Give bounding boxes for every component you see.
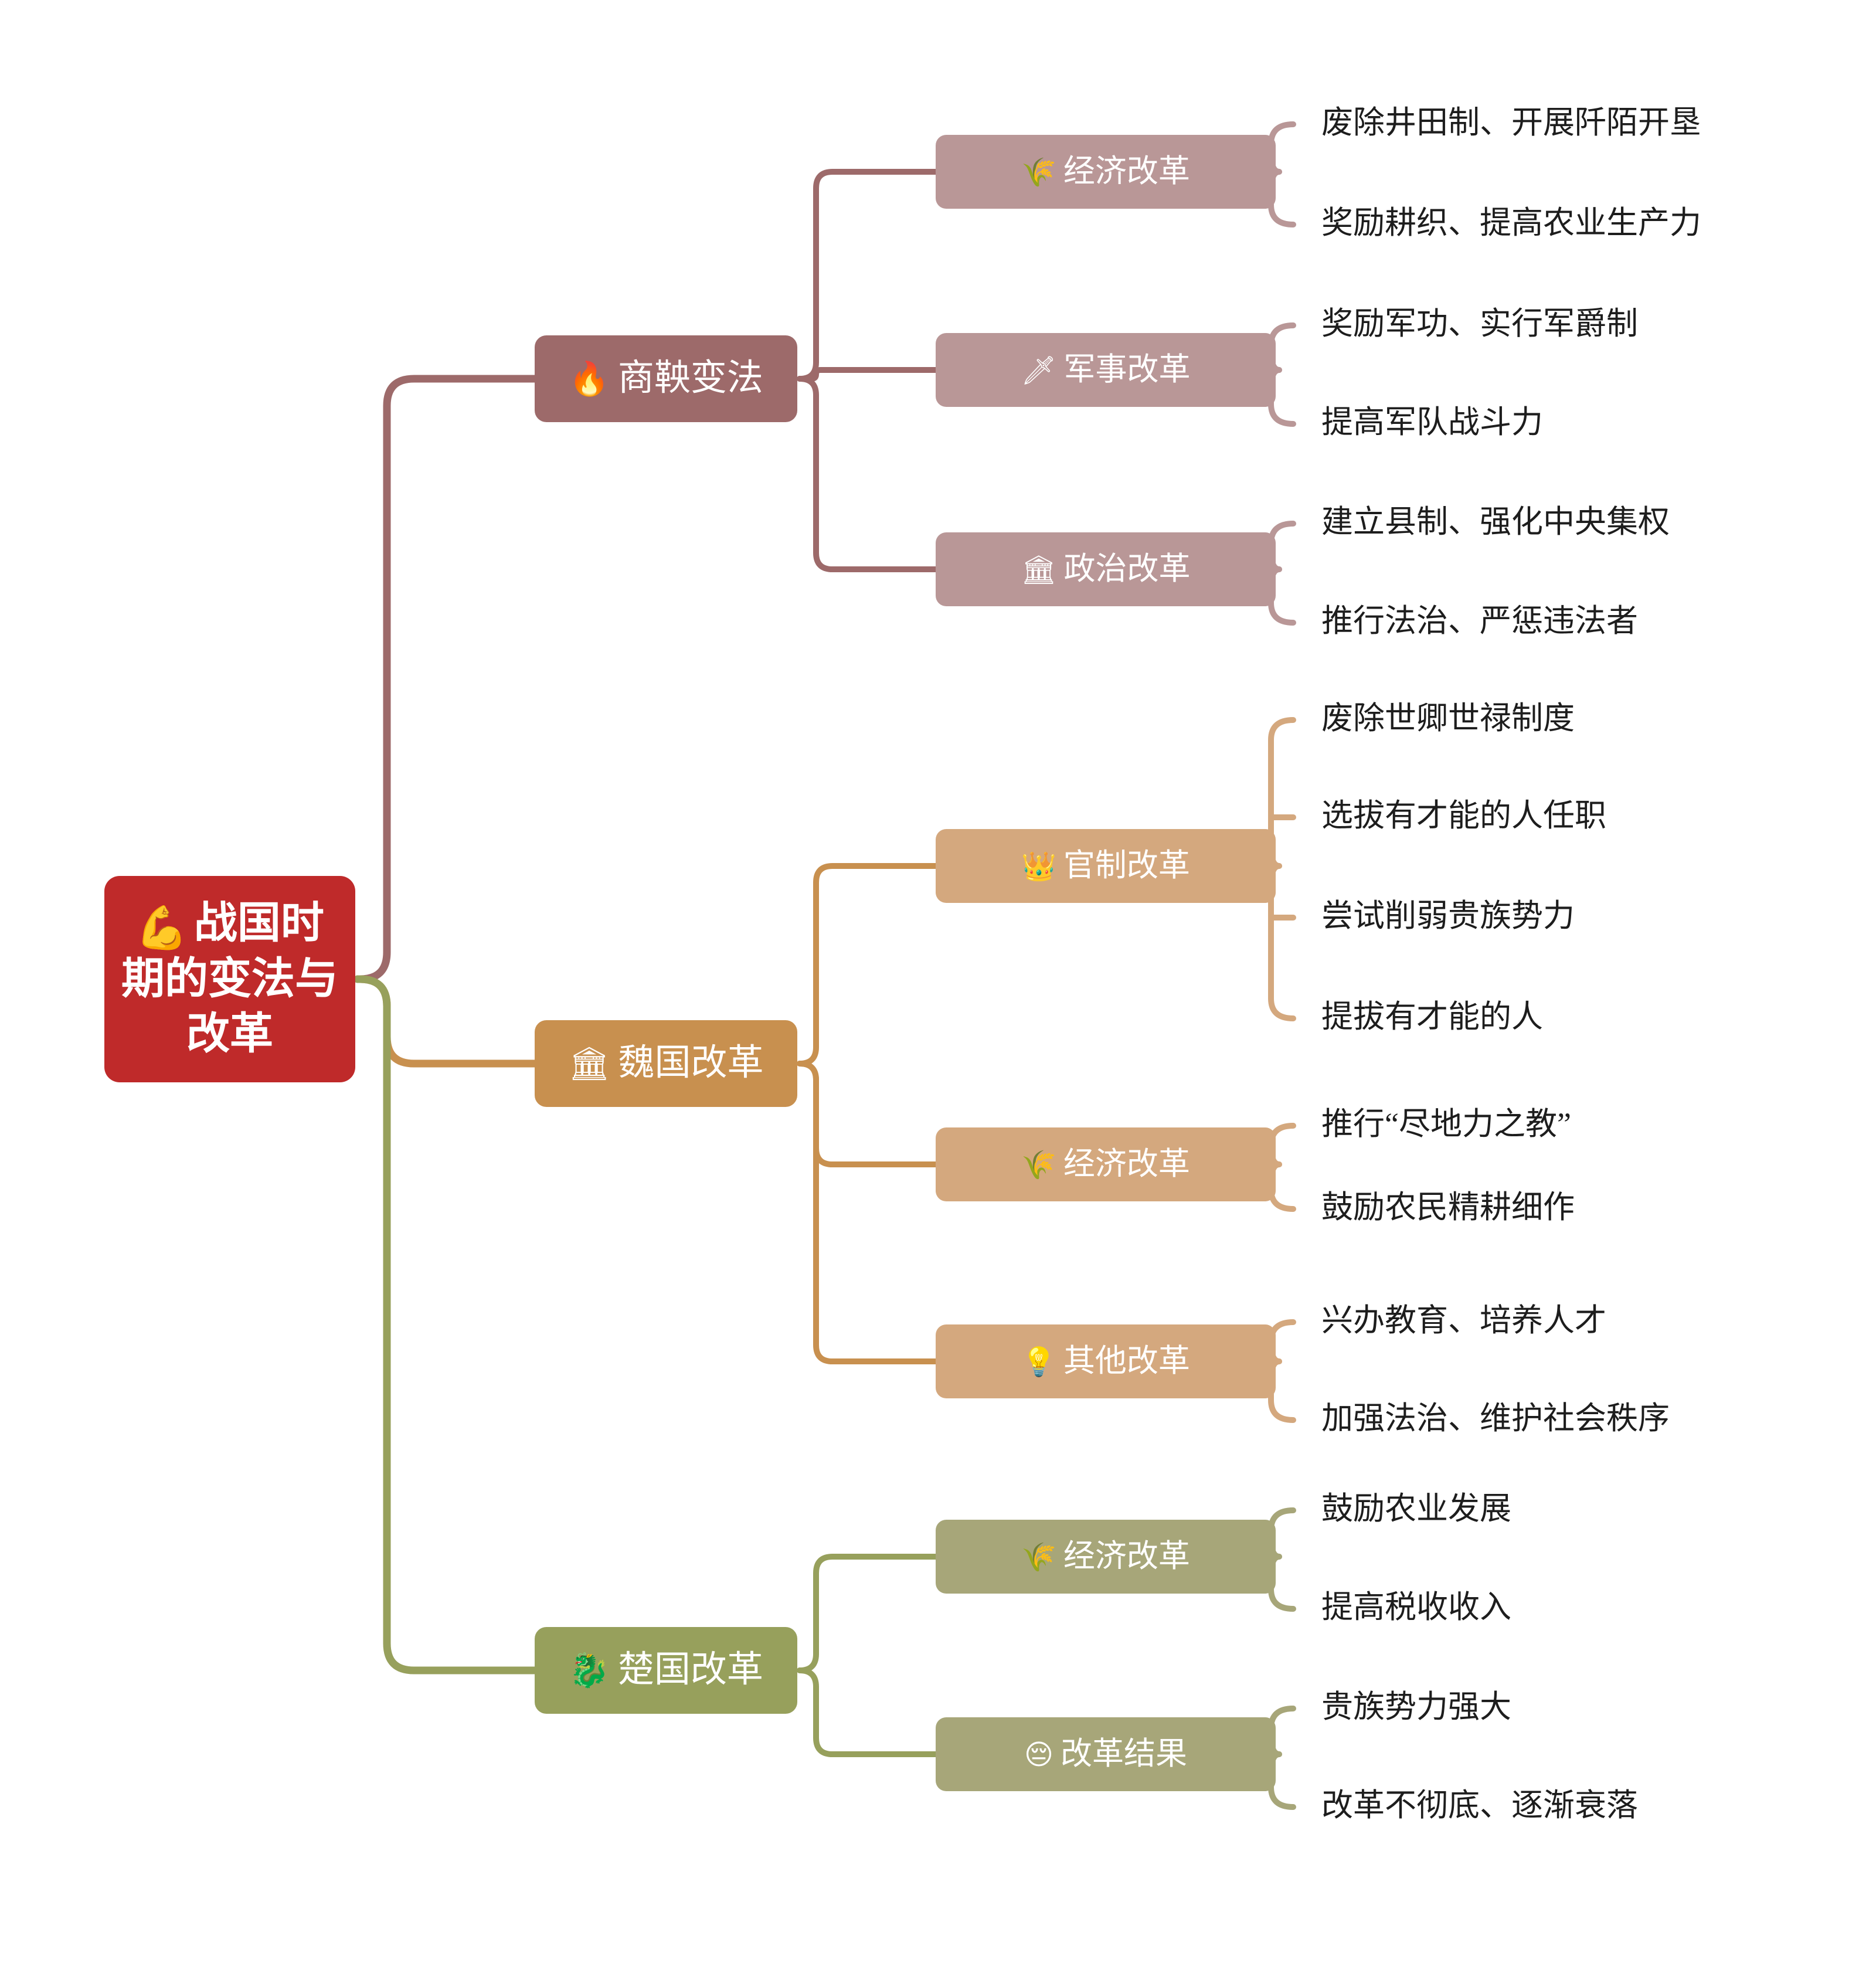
sheaf-of-rice-emoji: 🌾 (1021, 156, 1056, 189)
leaf-shangyang-2-1: 推行法治、严惩违法者 (1321, 603, 1638, 638)
branch-node-shangyang[interactable]: 🔥商鞅变法 (535, 335, 797, 422)
branch-node-chuguo-label: 楚国改革 (617, 1650, 763, 1690)
subbranch-node-chuguo-0[interactable]: 🌾经济改革 (936, 1520, 1276, 1594)
root-node-label: 战国时期的变法与改革 (121, 899, 338, 1059)
crown-emoji: 👑 (1021, 850, 1056, 884)
leaf-shangyang-0-0: 废除井田制、开展阡陌开垦 (1321, 105, 1701, 140)
dagger-emoji: 🗡 (1021, 354, 1057, 388)
subbranch-node-chuguo-0-label: 经济改革 (1063, 1538, 1190, 1574)
subbranch-node-weiguo-2[interactable]: 💡其他改革 (936, 1324, 1276, 1398)
connector (797, 376, 939, 572)
leaf-weiguo-0-2: 尝试削弱贵族势力 (1321, 898, 1575, 933)
subbranch-node-shangyang-2[interactable]: 🏛政治改革 (936, 532, 1276, 606)
classical-building-emoji: 🏛 (1021, 553, 1057, 587)
branch-node-chuguo[interactable]: 🐉楚国改革 (535, 1627, 797, 1714)
subbranch-node-weiguo-0-label: 官制改革 (1063, 848, 1190, 884)
leaf-shangyang-1-0: 奖励军功、实行军爵制 (1321, 306, 1638, 341)
subbranch-node-shangyang-0-label: 经济改革 (1063, 154, 1190, 189)
subbranch-node-chuguo-1[interactable]: 😔改革结果 (936, 1717, 1276, 1791)
leaf-shangyang-0-1: 奖励耕织、提高农业生产力 (1321, 205, 1701, 240)
leaf-shangyang-1-1: 提高军队战斗力 (1321, 405, 1543, 440)
leaf-weiguo-1-1: 鼓励农民精耕细作 (1321, 1190, 1575, 1225)
connector (354, 375, 539, 983)
subbranch-node-chuguo-1-label: 改革结果 (1061, 1736, 1188, 1772)
subbranch-node-weiguo-0[interactable]: 👑官制改革 (936, 829, 1276, 903)
connector (797, 1667, 939, 1757)
connector (797, 367, 939, 382)
sheaf-of-rice-emoji: 🌾 (1021, 1149, 1056, 1182)
subbranch-node-shangyang-0[interactable]: 🌾经济改革 (936, 135, 1276, 209)
subbranch-node-shangyang-2-label: 政治改革 (1063, 551, 1191, 587)
leaf-chuguo-0-1: 提高税收收入 (1321, 1589, 1511, 1625)
connector (797, 1554, 939, 1673)
connector (797, 169, 939, 382)
branch-node-weiguo-label: 魏国改革 (618, 1043, 764, 1084)
sheaf-of-rice-emoji: 🌾 (1021, 1541, 1056, 1574)
leaf-chuguo-0-0: 鼓励农业发展 (1321, 1491, 1511, 1526)
fire-emoji: 🔥 (569, 360, 610, 399)
subbranch-node-weiguo-2-label: 其他改革 (1063, 1343, 1190, 1379)
leaf-weiguo-2-0: 兴办教育、培养人才 (1321, 1303, 1606, 1338)
subbranch-node-shangyang-1-label: 军事改革 (1063, 352, 1191, 388)
root-node[interactable]: 💪战国时期的变法与改革 (104, 876, 355, 1082)
classical-building-emoji: 🏛 (568, 1045, 610, 1084)
pensive-face-emoji: 😔 (1024, 1738, 1054, 1772)
leaf-weiguo-0-1: 选拔有才能的人任职 (1321, 798, 1606, 833)
light-bulb-emoji: 💡 (1021, 1346, 1056, 1379)
connector (797, 1061, 939, 1167)
connector (354, 975, 539, 1674)
subbranch-node-shangyang-1[interactable]: 🗡军事改革 (936, 333, 1276, 407)
connector (797, 1061, 939, 1364)
dragon-emoji: 🐉 (569, 1652, 610, 1690)
leaf-weiguo-2-1: 加强法治、维护社会秩序 (1321, 1401, 1670, 1436)
branch-node-weiguo[interactable]: 🏛魏国改革 (535, 1020, 797, 1107)
connector (797, 863, 939, 1066)
leaf-shangyang-2-0: 建立县制、强化中央集权 (1321, 504, 1670, 539)
flexed-biceps-emoji: 💪 (135, 902, 188, 952)
leaf-chuguo-1-1: 改革不彻底、逐渐衰落 (1321, 1788, 1638, 1823)
branch-node-shangyang-label: 商鞅变法 (617, 358, 763, 399)
leaf-weiguo-0-3: 提拔有才能的人 (1321, 999, 1543, 1034)
leaf-weiguo-1-0: 推行“尽地力之教” (1321, 1106, 1571, 1142)
subbranch-node-weiguo-1-label: 经济改革 (1063, 1146, 1190, 1182)
leaf-weiguo-0-0: 废除世卿世禄制度 (1321, 701, 1575, 736)
subbranch-node-weiguo-1[interactable]: 🌾经济改革 (936, 1127, 1276, 1201)
leaf-chuguo-1-0: 贵族势力强大 (1321, 1689, 1511, 1724)
